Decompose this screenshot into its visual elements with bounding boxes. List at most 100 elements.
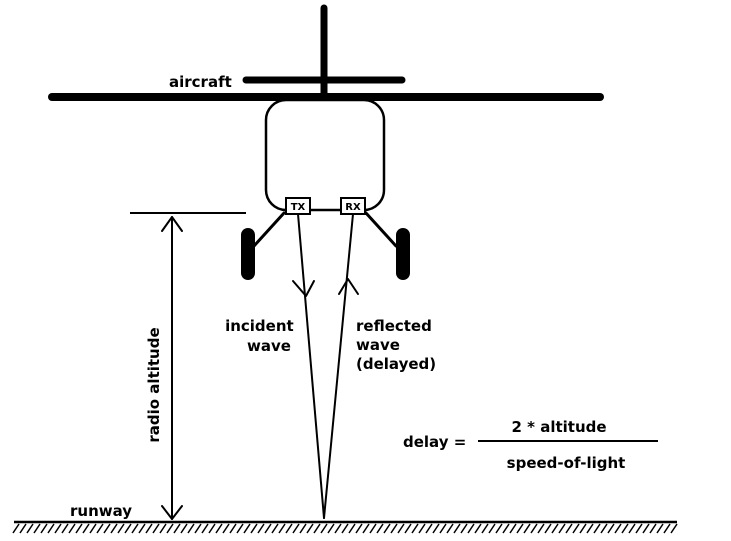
hatch-mark [502, 523, 510, 534]
hatch-mark [96, 523, 104, 534]
aircraft-label: aircraft [169, 73, 232, 91]
hatch-mark [145, 523, 153, 534]
hatch-mark [19, 523, 27, 534]
hatch-mark [530, 523, 538, 534]
hatch-mark [327, 523, 335, 534]
hatch-mark [82, 523, 90, 534]
hatch-mark [229, 523, 237, 534]
hatch-mark [516, 523, 524, 534]
hatch-mark [54, 523, 62, 534]
hatch-mark [173, 523, 181, 534]
formula-lhs: delay = [403, 433, 466, 451]
hatch-mark [117, 523, 125, 534]
hatch-mark [635, 523, 643, 534]
hatch-mark [593, 523, 601, 534]
hatch-mark [621, 523, 629, 534]
hatch-mark [278, 523, 286, 534]
hatch-mark [159, 523, 167, 534]
hatch-mark [663, 523, 671, 534]
hatch-mark [236, 523, 244, 534]
hatch-mark [523, 523, 531, 534]
hatch-mark [537, 523, 545, 534]
hatch-mark [33, 523, 41, 534]
hatch-mark [572, 523, 580, 534]
incident-wave-label: incident wave [225, 317, 299, 355]
hatch-mark [299, 523, 307, 534]
reflected-wave-label: reflected wave (delayed) [356, 317, 437, 373]
hatch-mark [628, 523, 636, 534]
hatch-mark [250, 523, 258, 534]
hatch-mark [495, 523, 503, 534]
hatch-mark [89, 523, 97, 534]
reflected-wave [323, 213, 359, 519]
right-gear-strut [364, 211, 398, 248]
formula-denominator: speed-of-light [507, 454, 626, 472]
formula-numerator: 2 * altitude [511, 418, 606, 436]
hatch-mark [271, 523, 279, 534]
hatch-mark [453, 523, 461, 534]
hatch-mark [579, 523, 587, 534]
hatch-mark [607, 523, 615, 534]
hatch-mark [341, 523, 349, 534]
hatch-mark [397, 523, 405, 534]
hatch-mark [565, 523, 573, 534]
hatch-mark [488, 523, 496, 534]
hatch-mark [40, 523, 48, 534]
hatch-mark [285, 523, 293, 534]
hatch-mark [390, 523, 398, 534]
hatch-mark [418, 523, 426, 534]
hatch-mark [131, 523, 139, 534]
hatch-mark [369, 523, 377, 534]
hatch-mark [201, 523, 209, 534]
hatch-mark [334, 523, 342, 534]
reflected-wave-label-line2: wave [356, 336, 400, 354]
incident-wave-arrowhead [292, 280, 315, 297]
hatch-mark [551, 523, 559, 534]
hatch-mark [26, 523, 34, 534]
incident-wave [292, 213, 325, 519]
hatch-mark [138, 523, 146, 534]
hatch-mark [432, 523, 440, 534]
hatch-mark [355, 523, 363, 534]
hatch-mark [75, 523, 83, 534]
hatch-mark [404, 523, 412, 534]
hatch-mark [558, 523, 566, 534]
hatch-mark [320, 523, 328, 534]
hatch-mark [215, 523, 223, 534]
altitude-arrowhead-down [161, 505, 183, 520]
left-gear-strut [252, 211, 286, 248]
hatch-mark [313, 523, 321, 534]
hatch-mark [187, 523, 195, 534]
hatch-mark [194, 523, 202, 534]
hatch-mark [439, 523, 447, 534]
runway-hatching [12, 523, 678, 534]
hatch-mark [362, 523, 370, 534]
hatch-mark [383, 523, 391, 534]
hatch-mark [670, 523, 678, 534]
right-wheel [396, 228, 410, 280]
hatch-mark [208, 523, 216, 534]
reflected-wave-label-line3: (delayed) [356, 355, 436, 373]
hatch-mark [257, 523, 265, 534]
hatch-mark [460, 523, 468, 534]
hatch-mark [446, 523, 454, 534]
hatch-mark [467, 523, 475, 534]
hatch-mark [544, 523, 552, 534]
runway-label: runway [70, 502, 132, 520]
hatch-mark [68, 523, 76, 534]
hatch-mark [152, 523, 160, 534]
aircraft-fuselage [264, 98, 386, 212]
altitude-arrowhead-up [161, 216, 183, 232]
hatch-mark [124, 523, 132, 534]
hatch-mark [474, 523, 482, 534]
hatch-mark [12, 523, 20, 534]
hatch-mark [348, 523, 356, 534]
rx-label: RX [345, 202, 361, 213]
hatch-mark [180, 523, 188, 534]
hatch-mark [642, 523, 650, 534]
radio-altitude-label: radio altitude [145, 327, 163, 442]
hatch-mark [264, 523, 272, 534]
hatch-mark [600, 523, 608, 534]
hatch-mark [614, 523, 622, 534]
